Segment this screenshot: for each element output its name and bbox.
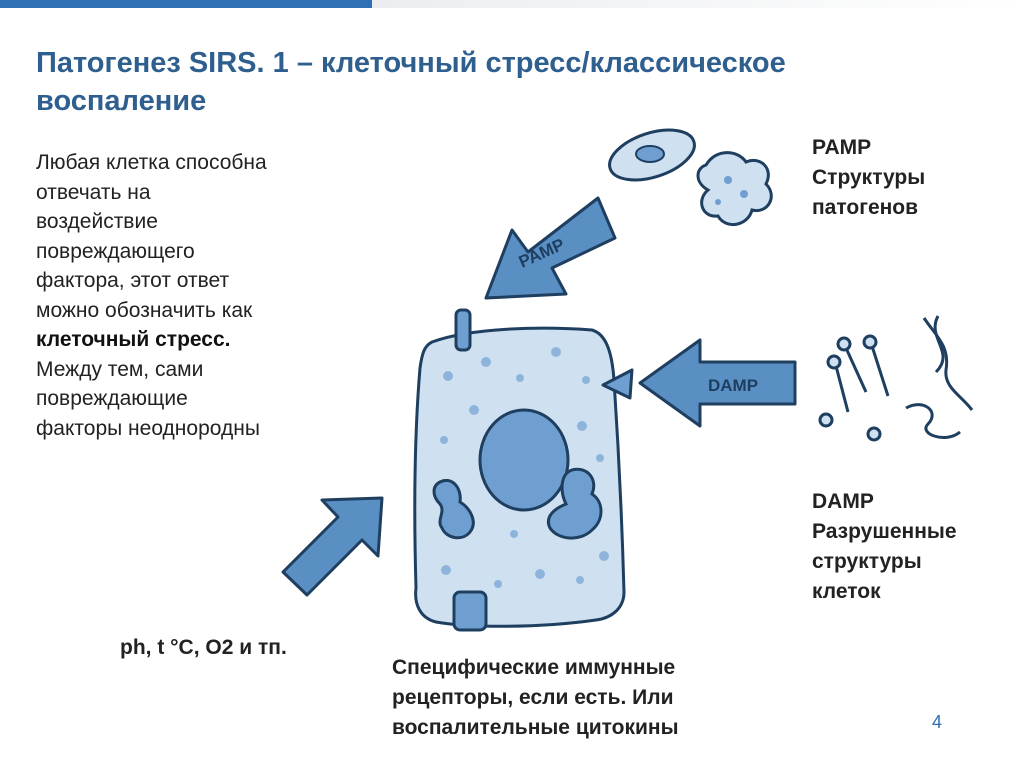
nucleus — [478, 408, 570, 512]
damp-molecules — [818, 315, 974, 442]
receptors-label-line: Специфические иммунные — [392, 656, 676, 679]
body-line: можно обозначить как — [36, 298, 253, 322]
damp-label: DAMP Разрушенные структуры клеток — [812, 487, 957, 607]
vesicles — [440, 347, 609, 588]
factors-label: ph, t °С, O2 и тп. — [120, 636, 287, 659]
pamp-label-line: патогенов — [812, 196, 919, 219]
slide-number: 4 — [932, 712, 943, 732]
damp-arrow-text: DAMP — [708, 376, 758, 395]
pamp-label-line: PAMP — [812, 136, 872, 159]
top-accent-bar — [0, 0, 1024, 8]
body-line: Любая клетка способна — [36, 151, 267, 174]
damp-label-line: структуры — [812, 550, 922, 573]
body-line: Между тем, сами — [36, 357, 204, 381]
pathogen-protozoa — [608, 128, 696, 182]
receptor-top — [454, 308, 472, 352]
damp-arrow: DAMP — [638, 338, 797, 428]
body-line: повреждающего — [36, 239, 195, 263]
factors-arrow — [281, 496, 384, 597]
receptor-bottom — [452, 590, 488, 632]
damp-label-line: DAMP — [812, 490, 874, 513]
body-bold-term: клеточный стресс. — [36, 328, 231, 351]
top-accent-stripe — [0, 0, 372, 8]
receptors-label-line: рецепторы, если есть. Или — [392, 686, 674, 709]
slide-title: Патогенез SIRS. 1 – клеточный стресс/кла… — [36, 47, 786, 117]
pathogen-bacterium — [696, 151, 773, 226]
receptor-right — [601, 368, 634, 400]
organelle-right — [547, 467, 603, 540]
cell — [413, 308, 634, 632]
body-text: Любая клетка способна отвечать на воздей… — [36, 148, 366, 443]
pamp-arrow: PAMP — [484, 196, 617, 300]
pamp-label-line: Структуры — [812, 166, 926, 189]
body-line: воздействие — [36, 210, 158, 233]
body-line: фактора, этот ответ — [36, 269, 230, 292]
body-line: отвечать на — [36, 180, 151, 204]
damp-label-line: клеток — [812, 580, 881, 603]
body-line: повреждающие — [36, 387, 188, 410]
organelle-left — [432, 479, 475, 540]
receptors-label-line: воспалительные цитокины — [392, 716, 679, 739]
damp-label-line: Разрушенные — [812, 520, 957, 543]
receptors-label: Специфические иммунные рецепторы, если е… — [392, 653, 679, 743]
pamp-label: PAMP Структуры патогенов — [812, 133, 925, 223]
body-line: факторы неоднородны — [36, 416, 260, 440]
